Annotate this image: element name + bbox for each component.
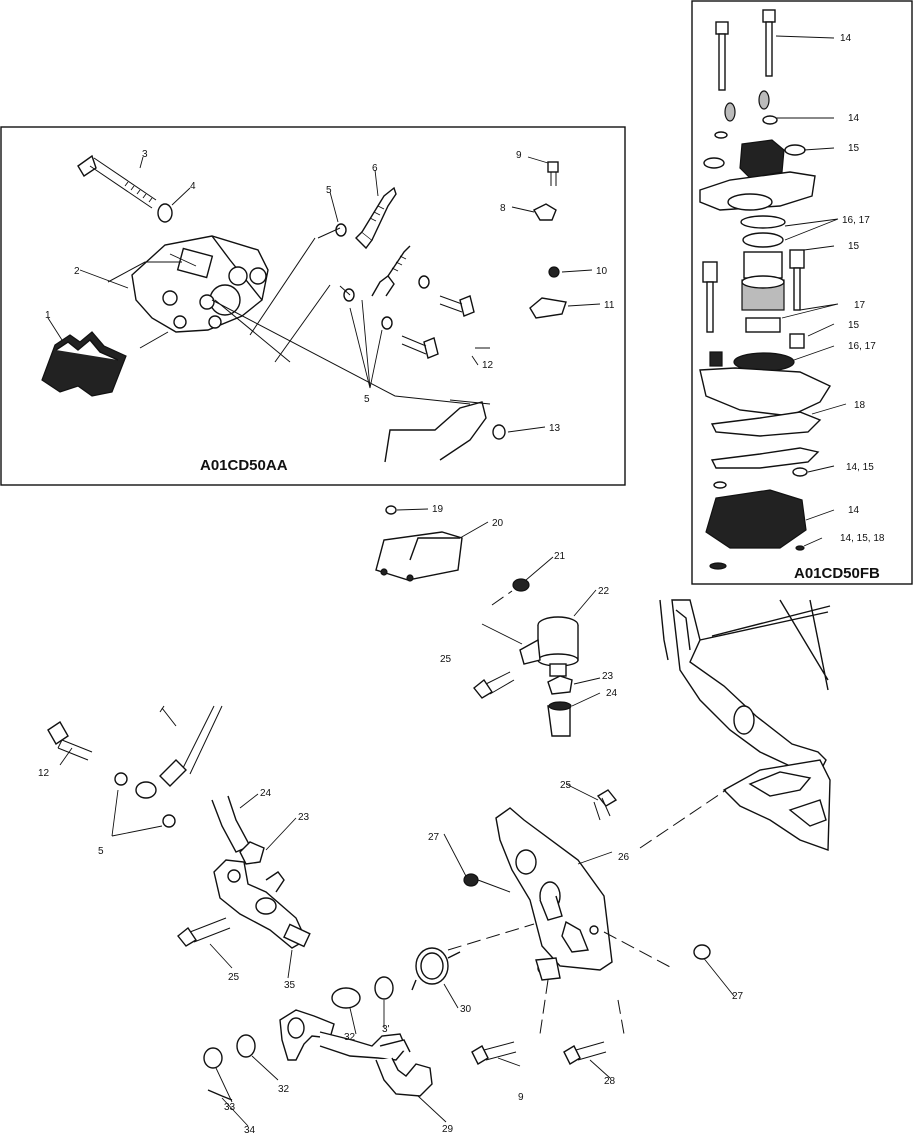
callout-1: 1 [45, 310, 51, 321]
pivot-bushing [331, 987, 361, 1009]
brake-pedal-lever [279, 1009, 433, 1097]
callout-25-reservoir: 25 [440, 654, 452, 665]
callout-9: 9 [516, 150, 522, 161]
pedal-bracket [495, 807, 613, 981]
callout-31: 3' [382, 1024, 390, 1035]
caliper-body [131, 235, 269, 333]
callout-22: 22 [598, 586, 610, 597]
callout-5-lower: 5 [98, 846, 104, 857]
callout-23-upper: 23 [602, 671, 614, 682]
reservoir-body [699, 139, 816, 211]
master-cylinder-inset-frame [691, 0, 913, 585]
callout-25-cylinder: 25 [228, 972, 240, 983]
callout-14-15-18: 14, 15, 18 [840, 533, 885, 544]
callout-20: 20 [492, 518, 504, 529]
brake-hose-nut [548, 266, 560, 278]
callout-9-lower: 9 [518, 1092, 524, 1103]
caliper-inset-frame [0, 126, 626, 486]
diaphragm [741, 251, 785, 311]
brake-line-lower [114, 705, 223, 828]
master-cylinder-inset: A01CD50FB [691, 0, 913, 585]
callout-4: 4 [190, 181, 196, 192]
reservoir-bracket [375, 505, 463, 582]
reservoir-bolt [473, 671, 515, 699]
callout-14-body: 14 [848, 505, 860, 516]
callout-16-17-upper: 16, 17 [842, 215, 870, 226]
pivot-bolt [471, 1041, 517, 1065]
stop-bolt [563, 1041, 607, 1065]
gasket-plate [699, 367, 832, 417]
callout-26: 26 [618, 852, 630, 863]
callout-32-lower: 32 [278, 1084, 290, 1095]
banjo-bolt-lower [47, 721, 93, 761]
callout-15-bolt: 15 [848, 241, 860, 252]
bracket-nut-left [463, 873, 479, 887]
callout-15-washer: 15 [848, 143, 860, 154]
brake-fluid-reservoir [519, 616, 579, 677]
callout-34: 34 [244, 1125, 256, 1134]
caliper-inset-title: A01CD50AA [200, 457, 288, 474]
callout-10: 10 [596, 266, 608, 277]
caliper-bracket [384, 401, 487, 463]
pivot-washer-b [236, 1034, 256, 1058]
callout-3: 3 [142, 149, 148, 160]
callout-25-bracket: 25 [560, 780, 572, 791]
callout-27-left: 27 [428, 832, 440, 843]
callout-8: 8 [500, 203, 506, 214]
callout-19: 19 [432, 504, 444, 515]
master-cylinder-body [705, 489, 807, 549]
callout-17: 17 [854, 300, 866, 311]
callout-14-15: 14, 15 [846, 462, 874, 473]
callout-14-screw: 14 [848, 113, 860, 124]
pivot-washer-a [374, 976, 394, 1000]
bracket-bolt [593, 789, 618, 821]
callout-12-lower: 12 [38, 768, 50, 779]
cylinder-clamp [239, 841, 265, 865]
callout-labels: 3 4 2 1 6 5 5 9 8 10 11 12 13 14 14 15 1… [38, 33, 885, 1134]
hose-clamp [547, 675, 573, 695]
callout-33: 33 [224, 1102, 236, 1113]
callout-24-lower: 24 [260, 788, 272, 799]
callout-2: 2 [74, 266, 80, 277]
callout-12: 12 [482, 360, 494, 371]
brake-line-fitting [335, 186, 430, 330]
callout-30: 30 [460, 1004, 472, 1015]
callout-29: 29 [442, 1124, 454, 1134]
return-spring [411, 947, 461, 991]
pivot-washer-c [203, 1047, 223, 1069]
caliper-nut [492, 424, 506, 440]
brake-pad [41, 331, 127, 397]
callout-13: 13 [549, 423, 561, 434]
callout-28: 28 [604, 1076, 616, 1087]
callout-15-cap: 15 [848, 320, 860, 331]
master-cylinder-inset-title: A01CD50FB [794, 565, 880, 582]
caliper-bolt [77, 154, 157, 209]
reservoir-nut [512, 578, 530, 592]
cylinder-bolt [177, 917, 231, 947]
callout-21: 21 [554, 551, 566, 562]
callout-32-upper: 32 [344, 1032, 356, 1043]
bracket-nut-right [693, 944, 711, 960]
vehicle-frame [659, 599, 831, 851]
callout-5: 5 [326, 185, 332, 196]
callout-11: 11 [604, 300, 615, 311]
callout-27-right: 27 [732, 991, 744, 1002]
caliper-washer [157, 203, 173, 223]
callout-14-bolts: 14 [840, 33, 852, 44]
caliper-inset: A01CD50AA [0, 126, 626, 486]
cover-screws [715, 9, 776, 91]
callout-16-17-lower: 16, 17 [848, 341, 876, 352]
callout-5-group: 5 [364, 394, 370, 405]
callout-24-upper: 24 [606, 688, 618, 699]
brake-hose-clip [529, 297, 567, 319]
master-cylinder [213, 859, 311, 949]
callout-6: 6 [372, 163, 378, 174]
callout-18: 18 [854, 400, 866, 411]
callout-23-lower: 23 [298, 812, 310, 823]
banjo-bolts [401, 295, 475, 359]
callout-35: 35 [284, 980, 296, 991]
cotter-pin [207, 1089, 233, 1101]
bleeder-screw [533, 161, 559, 221]
